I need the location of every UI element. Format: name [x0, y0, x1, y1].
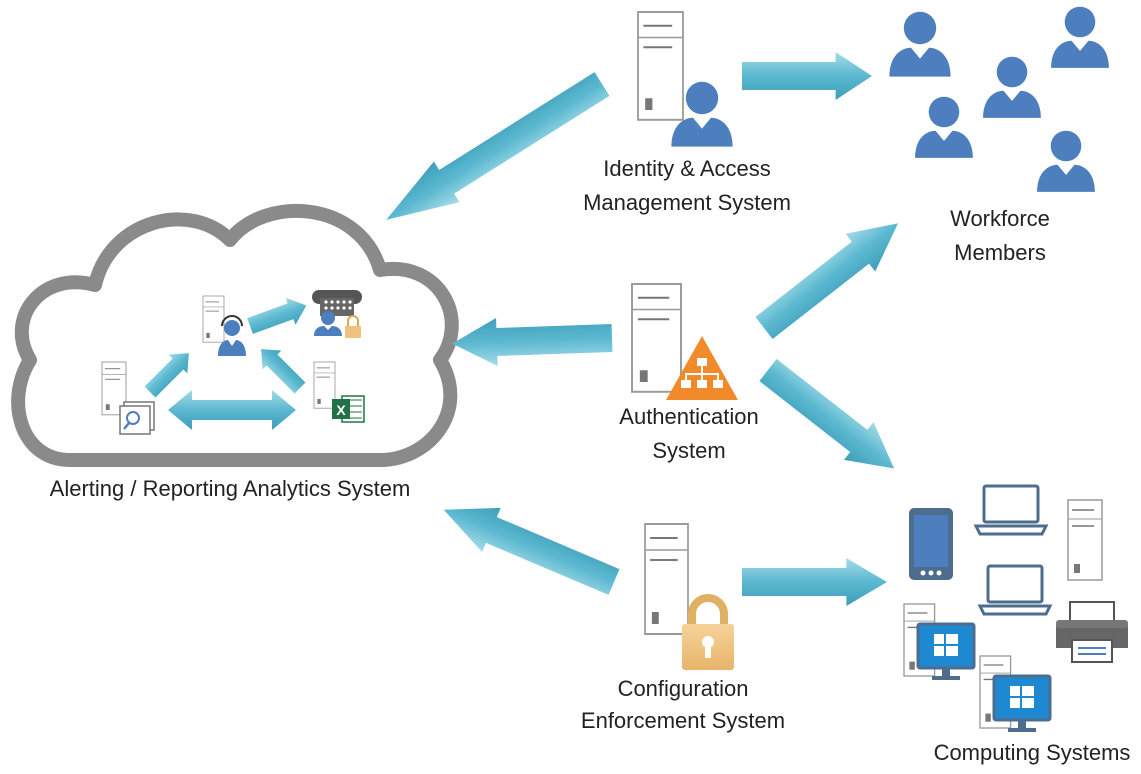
windows-pc-bottom-icon [979, 655, 1052, 734]
auth-label-line2: System [652, 438, 726, 463]
report-search-icon [119, 401, 155, 435]
phone-lock-icon [312, 290, 362, 338]
network-triangle-icon [666, 336, 738, 400]
config-server [644, 523, 689, 635]
tablet-icon [909, 508, 953, 580]
excel-glyph: X [336, 402, 346, 418]
workforce-label-line1: Workforce [950, 206, 1050, 231]
workforce-person-2-icon [1051, 6, 1109, 68]
excel-icon: X [332, 395, 365, 423]
cloud-server-top [202, 295, 225, 343]
cloud-server-right [313, 361, 336, 409]
config-label-line1: Configuration [617, 676, 749, 701]
arrow-config-to-computing [742, 558, 887, 606]
laptop-middle-icon [978, 564, 1052, 616]
iam-label-line2: Management System [583, 190, 791, 215]
padlock-icon [682, 594, 734, 670]
computing-label: Computing Systems [933, 740, 1131, 765]
printer-icon [1056, 601, 1128, 663]
windows-pc-left-icon [903, 603, 976, 682]
cloud-double-arrow [168, 390, 296, 430]
support-agent-icon [218, 315, 246, 356]
computing-server-icon [1067, 499, 1103, 581]
workforce-person-4-icon [915, 96, 973, 158]
arrow-auth-to-workforce [749, 204, 913, 347]
analytics-label: Alerting / Reporting Analytics System [49, 476, 411, 501]
arrow-iam-to-workforce [742, 52, 872, 100]
workforce-person-3-icon [983, 56, 1041, 118]
workforce-person-1-icon [889, 11, 951, 77]
auth-server [631, 283, 682, 393]
laptop-top-icon [974, 484, 1048, 536]
arrow-auth-to-analytics [451, 314, 613, 368]
iam-label-line1: Identity & Access [603, 156, 771, 181]
workforce-label-line2: Members [954, 240, 1046, 265]
config-label-line2: Enforcement System [580, 708, 786, 733]
workforce-person-5-icon [1037, 130, 1095, 192]
arrow-config-to-analytics [434, 487, 624, 605]
iam-server [637, 11, 684, 121]
auth-label-line1: Authentication [619, 404, 759, 429]
